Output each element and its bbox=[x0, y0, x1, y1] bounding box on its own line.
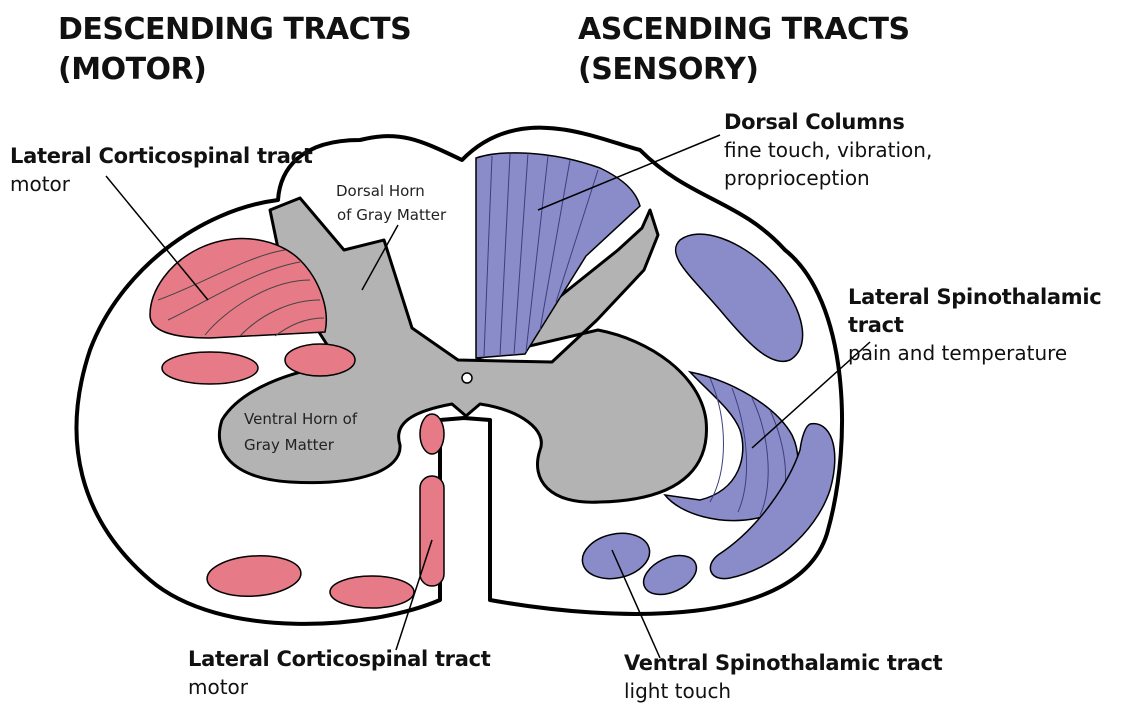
callout-title: Lateral Spinothalamic tract bbox=[848, 283, 1130, 339]
anterior-corticospinal-tract bbox=[420, 476, 444, 586]
callout-description: light touch bbox=[624, 677, 942, 705]
callout-title: Dorsal Columns bbox=[724, 108, 932, 136]
ventral-spinothalamic-callout: Ventral Spinothalamic tract light touch bbox=[624, 649, 942, 705]
callout-title: Lateral Corticospinal tract bbox=[188, 645, 491, 673]
motor-tract-oval-1 bbox=[162, 352, 258, 384]
dorsal-columns-callout: Dorsal Columns fine touch, vibration, pr… bbox=[724, 108, 932, 192]
callout-description: pain and temperature bbox=[848, 339, 1130, 367]
ventral-horn-label-line2: Gray Matter bbox=[244, 436, 335, 454]
lateral-spinothalamic-callout: Lateral Spinothalamic tract pain and tem… bbox=[848, 283, 1130, 367]
callout-description-line2: proprioception bbox=[724, 164, 932, 192]
callout-title: Ventral Spinothalamic tract bbox=[624, 649, 942, 677]
lateral-corticospinal-callout-top: Lateral Corticospinal tract motor bbox=[10, 142, 313, 198]
callout-description: motor bbox=[188, 673, 491, 701]
callout-title: Lateral Corticospinal tract bbox=[10, 142, 313, 170]
motor-tract-oval-3 bbox=[420, 414, 444, 454]
dorsal-horn-label-line1: Dorsal Horn bbox=[336, 182, 425, 200]
callout-description: motor bbox=[10, 170, 313, 198]
motor-tract-oval-5 bbox=[330, 576, 414, 608]
ventral-horn-label-line1: Ventral Horn of bbox=[244, 410, 358, 428]
motor-tract-oval-2 bbox=[285, 344, 355, 376]
callout-description-line1: fine touch, vibration, bbox=[724, 136, 932, 164]
central-canal bbox=[462, 373, 472, 383]
dorsal-horn-label-line2: of Gray Matter bbox=[337, 206, 447, 224]
lateral-corticospinal-callout-bottom: Lateral Corticospinal tract motor bbox=[188, 645, 491, 701]
